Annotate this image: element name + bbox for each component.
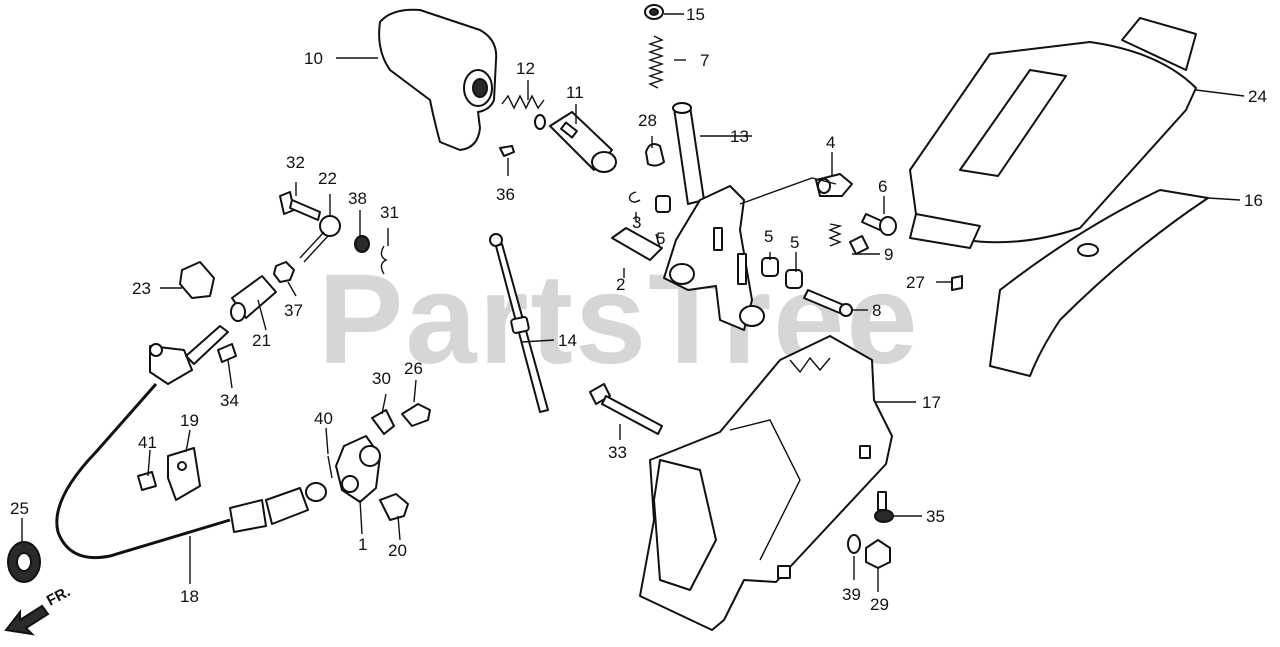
seal-16 [989,189,1209,377]
clip-3 [628,191,641,203]
callout-37: 37 [284,301,303,320]
callout-1: 1 [358,535,367,554]
collar-5a [655,195,671,213]
small-screw [499,145,515,157]
callout-20: 20 [388,541,407,560]
rod-end-22 [299,215,341,263]
cotter-pin-31 [380,245,388,275]
callout-3: 3 [632,213,641,232]
lever-cover [909,17,1197,249]
pin-8 [803,289,853,317]
screw-27 [951,275,963,291]
callout-26: 26 [404,359,423,378]
bolt-33 [589,383,663,435]
adjuster-21 [230,275,277,322]
callout-32: 32 [286,153,305,172]
front-arrow [4,604,50,636]
cable-clamp-19 [167,447,201,501]
callout-7: 7 [700,51,709,70]
shift-cable [55,383,327,560]
bolt-6 [861,213,897,236]
callout-33: 33 [608,443,627,462]
lever-spring [647,35,665,89]
lever-cap [644,4,664,20]
callout-16: 16 [1244,191,1263,210]
bolt-32 [279,191,321,221]
leader-lines [21,13,1245,592]
callout-41: 41 [138,433,157,452]
cable-end-bracket [149,325,229,385]
callout-21: 21 [252,331,271,350]
joint-4 [815,173,853,197]
callout-17: 17 [922,393,941,412]
callout-11: 11 [566,83,584,102]
bolt-26 [401,403,431,427]
bolt-34 [217,343,237,363]
callout-25: 25 [10,499,29,518]
cable-holder-1 [335,435,381,503]
callout-5-c: 5 [790,233,799,252]
washer-38 [354,235,370,253]
callout-labels: 10 12 11 36 15 7 13 28 3 5 2 4 6 9 5 5 8… [10,5,1267,614]
grommet-25 [7,541,41,583]
lever-housing [639,335,893,631]
bolt-41 [137,471,157,491]
pin-40 [327,455,333,479]
nut-37 [273,261,295,283]
bushing-28 [645,143,665,167]
callout-8: 8 [872,301,881,320]
callout-14: 14 [558,331,577,350]
washer-39 [847,534,861,554]
plunger-spring [501,94,546,130]
callout-31: 31 [380,203,399,222]
nut-29 [865,539,891,569]
callout-12: 12 [516,59,535,78]
callout-23: 23 [132,279,151,298]
clip-23 [179,261,215,299]
callout-40: 40 [314,409,333,428]
callout-30: 30 [372,369,391,388]
callout-2: 2 [616,275,625,294]
bolt-20 [379,493,409,521]
callout-5-b: 5 [764,227,773,246]
spring-9 [828,223,869,255]
shift-rod [489,233,549,413]
callout-34: 34 [220,391,239,410]
callout-39: 39 [842,585,861,604]
callout-4: 4 [826,133,835,152]
callout-35: 35 [926,507,945,526]
screw-35 [874,491,894,523]
callout-10: 10 [304,49,323,68]
callout-15: 15 [686,5,705,24]
plunger [549,111,617,173]
callout-29: 29 [870,595,889,614]
callout-22: 22 [318,169,337,188]
collar-5b [761,257,803,289]
callout-13: 13 [730,127,749,146]
pin-2 [611,227,663,261]
callout-9: 9 [884,245,893,264]
callout-27: 27 [906,273,925,292]
callout-18: 18 [180,587,199,606]
shift-knob [378,8,498,151]
bracket-30 [371,409,395,435]
callout-36: 36 [496,185,515,204]
front-label: FR. [44,583,73,609]
callout-28: 28 [638,111,657,130]
shift-lever [663,102,765,331]
callout-38: 38 [348,189,367,208]
callout-24: 24 [1248,87,1267,106]
callout-6: 6 [878,177,887,196]
callout-19: 19 [180,411,199,430]
callout-5-a: 5 [656,229,665,248]
